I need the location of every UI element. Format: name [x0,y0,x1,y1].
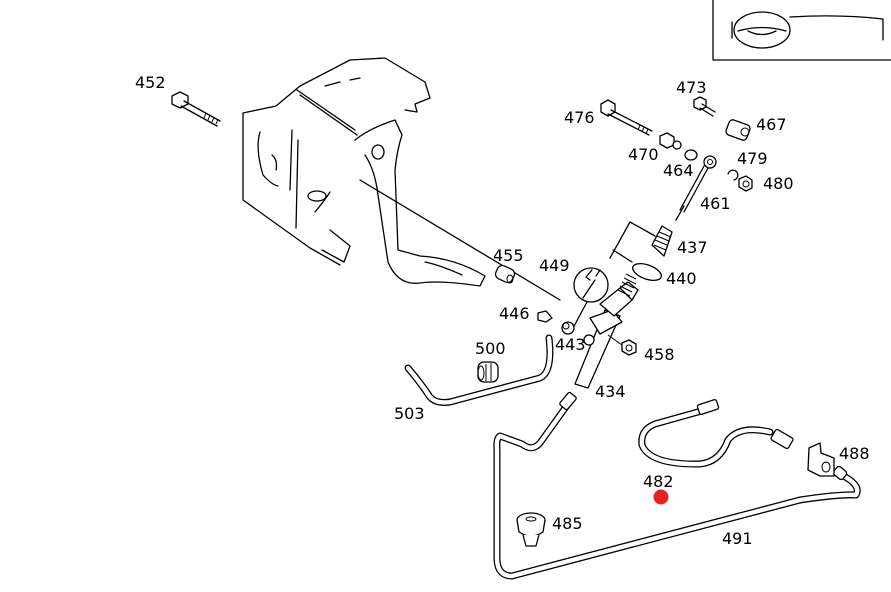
label-476[interactable]: 476 [564,108,595,127]
label-473[interactable]: 473 [676,78,707,97]
part-503-hose [404,334,554,406]
part-455-bushing [494,264,516,284]
label-434[interactable]: 434 [595,382,626,401]
label-455[interactable]: 455 [493,246,524,265]
label-461[interactable]: 461 [700,194,731,213]
part-473-screw [693,96,716,117]
highlight-marker-482[interactable] [653,489,669,505]
part-476-bolt [600,99,653,136]
part-482-hose [638,399,794,468]
pedal-bracket [242,57,561,301]
part-485-grommet [516,512,546,547]
label-446[interactable]: 446 [499,304,530,323]
label-491[interactable]: 491 [722,529,753,548]
part-449-wrench-symbol [572,267,609,329]
part-458-nut [607,334,637,356]
label-482[interactable]: 482 [643,472,674,491]
part-467-nut [725,119,751,141]
part-437-boot [651,225,673,257]
label-449[interactable]: 449 [539,256,570,275]
part-pipe-left [493,391,861,580]
label-488[interactable]: 488 [839,444,870,463]
part-470-bushing [659,132,682,150]
label-500[interactable]: 500 [475,339,506,358]
label-467[interactable]: 467 [756,115,787,134]
part-446-fitting [537,310,553,323]
label-458[interactable]: 458 [644,345,675,364]
steering-wheel-inset [712,0,891,61]
part-452-bolt [171,91,221,127]
label-464[interactable]: 464 [663,161,694,180]
part-461-push-rod [675,155,717,221]
part-500-grommet [477,361,499,383]
part-488-bracket [807,442,835,477]
part-443-seal [561,321,575,335]
label-443[interactable]: 443 [555,335,586,354]
label-440[interactable]: 440 [666,269,697,288]
label-452[interactable]: 452 [135,73,166,92]
label-480[interactable]: 480 [763,174,794,193]
part-440-circlip [632,263,662,281]
steering-wheel-icon [733,11,791,49]
label-479[interactable]: 479 [737,149,768,168]
part-464-spacer [684,149,698,161]
label-485[interactable]: 485 [552,514,583,533]
part-479-clip [727,169,739,181]
part-434-master-cylinder [574,221,656,389]
label-437[interactable]: 437 [677,238,708,257]
part-480-nut [738,175,753,192]
label-470[interactable]: 470 [628,145,659,164]
label-503[interactable]: 503 [394,404,425,423]
